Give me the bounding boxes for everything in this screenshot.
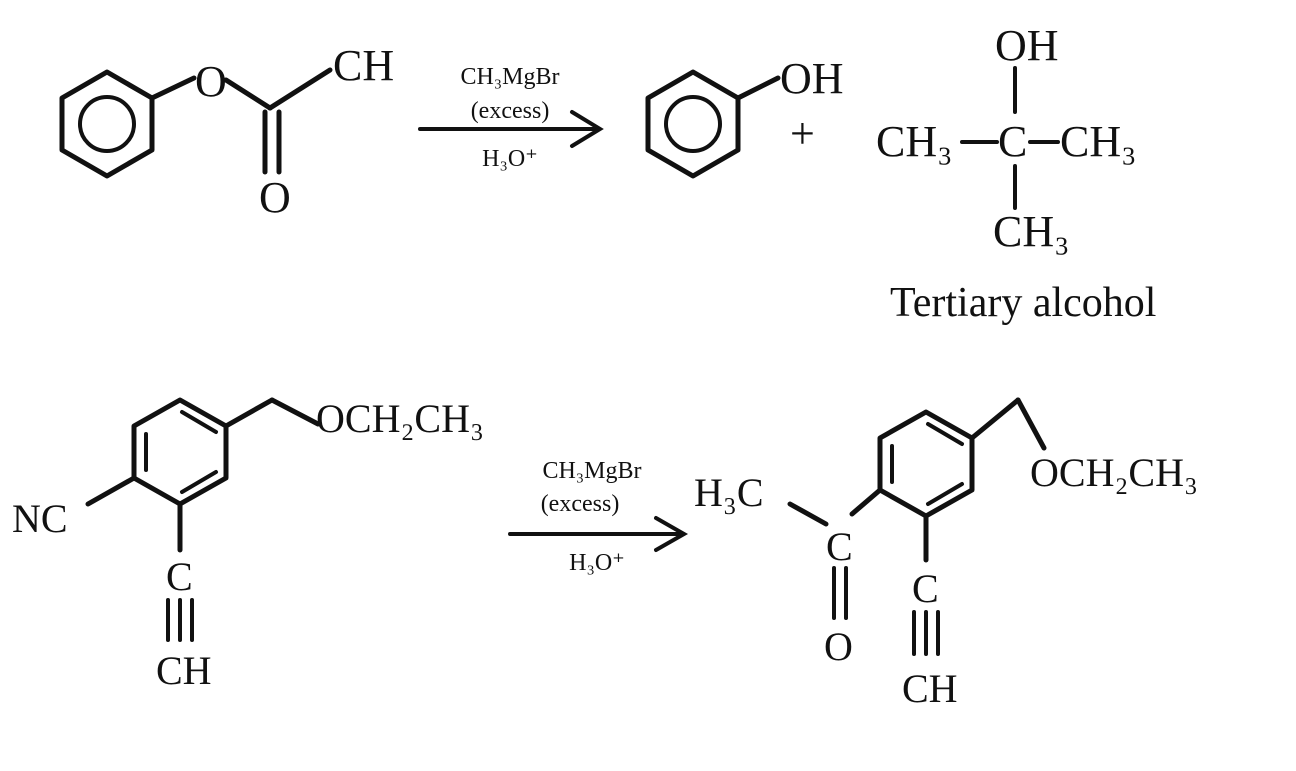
ch-label: CH: [333, 41, 394, 90]
reagent-1-bottom: H₃O⁺: [482, 146, 538, 172]
product-carbonyl-c-label: C: [826, 524, 853, 569]
product-alkyne-ch-label: CH: [902, 666, 958, 711]
reactant-ether-label: OCH₂CH₃: [316, 396, 484, 441]
tertiary-ch3-left-label: CH₃: [876, 117, 952, 166]
phenol-oh-label: OH: [780, 54, 844, 103]
ring-to-ch2-bond: [223, 397, 275, 429]
tertiary-alcohol-caption: Tertiary alcohol: [890, 280, 1156, 326]
phenol-oh-bond: [735, 75, 781, 101]
product-alkyne-c-label: C: [912, 566, 939, 611]
nitrile-reactant-structure: [85, 397, 321, 642]
reactant-alkyne-ch-label: CH: [156, 648, 212, 693]
ring-to-oxygen-bond: [149, 75, 197, 101]
product-ring-inner-bond-2: [926, 482, 964, 506]
reaction-arrow-1: [418, 110, 604, 148]
carbonyl-oxygen-label: O: [259, 173, 291, 222]
tertiary-ch3-right-label: CH₃: [1060, 117, 1136, 166]
reagent-2-top: CH₃MgBr: [542, 458, 641, 484]
plus-sign: +: [790, 109, 815, 158]
ester-oxygen-label: O: [195, 57, 227, 106]
tertiary-ch3-bottom-label: CH₃: [993, 207, 1069, 256]
product-h3c-label: H₃C: [694, 470, 764, 515]
carbonyl-to-ch-bond: [267, 67, 333, 111]
phenol-aromatic-circle: [664, 95, 722, 153]
phenol-benzene-ring: [645, 69, 741, 179]
product-carbonyl-o-label: O: [824, 624, 853, 669]
ring-to-nitrile-bond: [85, 475, 137, 507]
product-ring-to-ch2-bond: [969, 397, 1021, 441]
benzene-ring: [59, 69, 155, 179]
phenol-structure: [645, 69, 781, 179]
reagent-1-top: CH₃MgBr: [460, 64, 559, 90]
product-ring-inner-bond-1: [926, 422, 964, 446]
phenyl-ester-structure: [59, 67, 333, 179]
oxygen-to-carbonyl-bond: [223, 77, 273, 111]
reagent-2-middle: (excess): [541, 491, 620, 517]
tertiary-oh-label: OH: [995, 21, 1059, 70]
ketone-product-structure: [787, 397, 1047, 656]
reactant-alkyne-c-label: C: [166, 554, 193, 599]
methyl-to-carbonyl-bond: [787, 501, 829, 527]
aromatic-circle: [78, 95, 136, 153]
nitrile-label: NC: [12, 496, 68, 541]
ch2-to-ether-bond: [269, 397, 321, 427]
reagent-2-bottom: H₃O⁺: [569, 550, 625, 576]
product-ch2-to-ether-bond: [1015, 397, 1047, 451]
ring-inner-bond-2: [180, 470, 218, 494]
reagent-1-middle: (excess): [471, 98, 550, 124]
product-ether-label: OCH₂CH₃: [1030, 450, 1198, 495]
ring-to-carbonyl-bond: [849, 487, 883, 517]
reaction-arrow-2: [508, 516, 689, 552]
ring-inner-bond-1: [180, 410, 218, 434]
tertiary-center-c-label: C: [998, 117, 1027, 166]
